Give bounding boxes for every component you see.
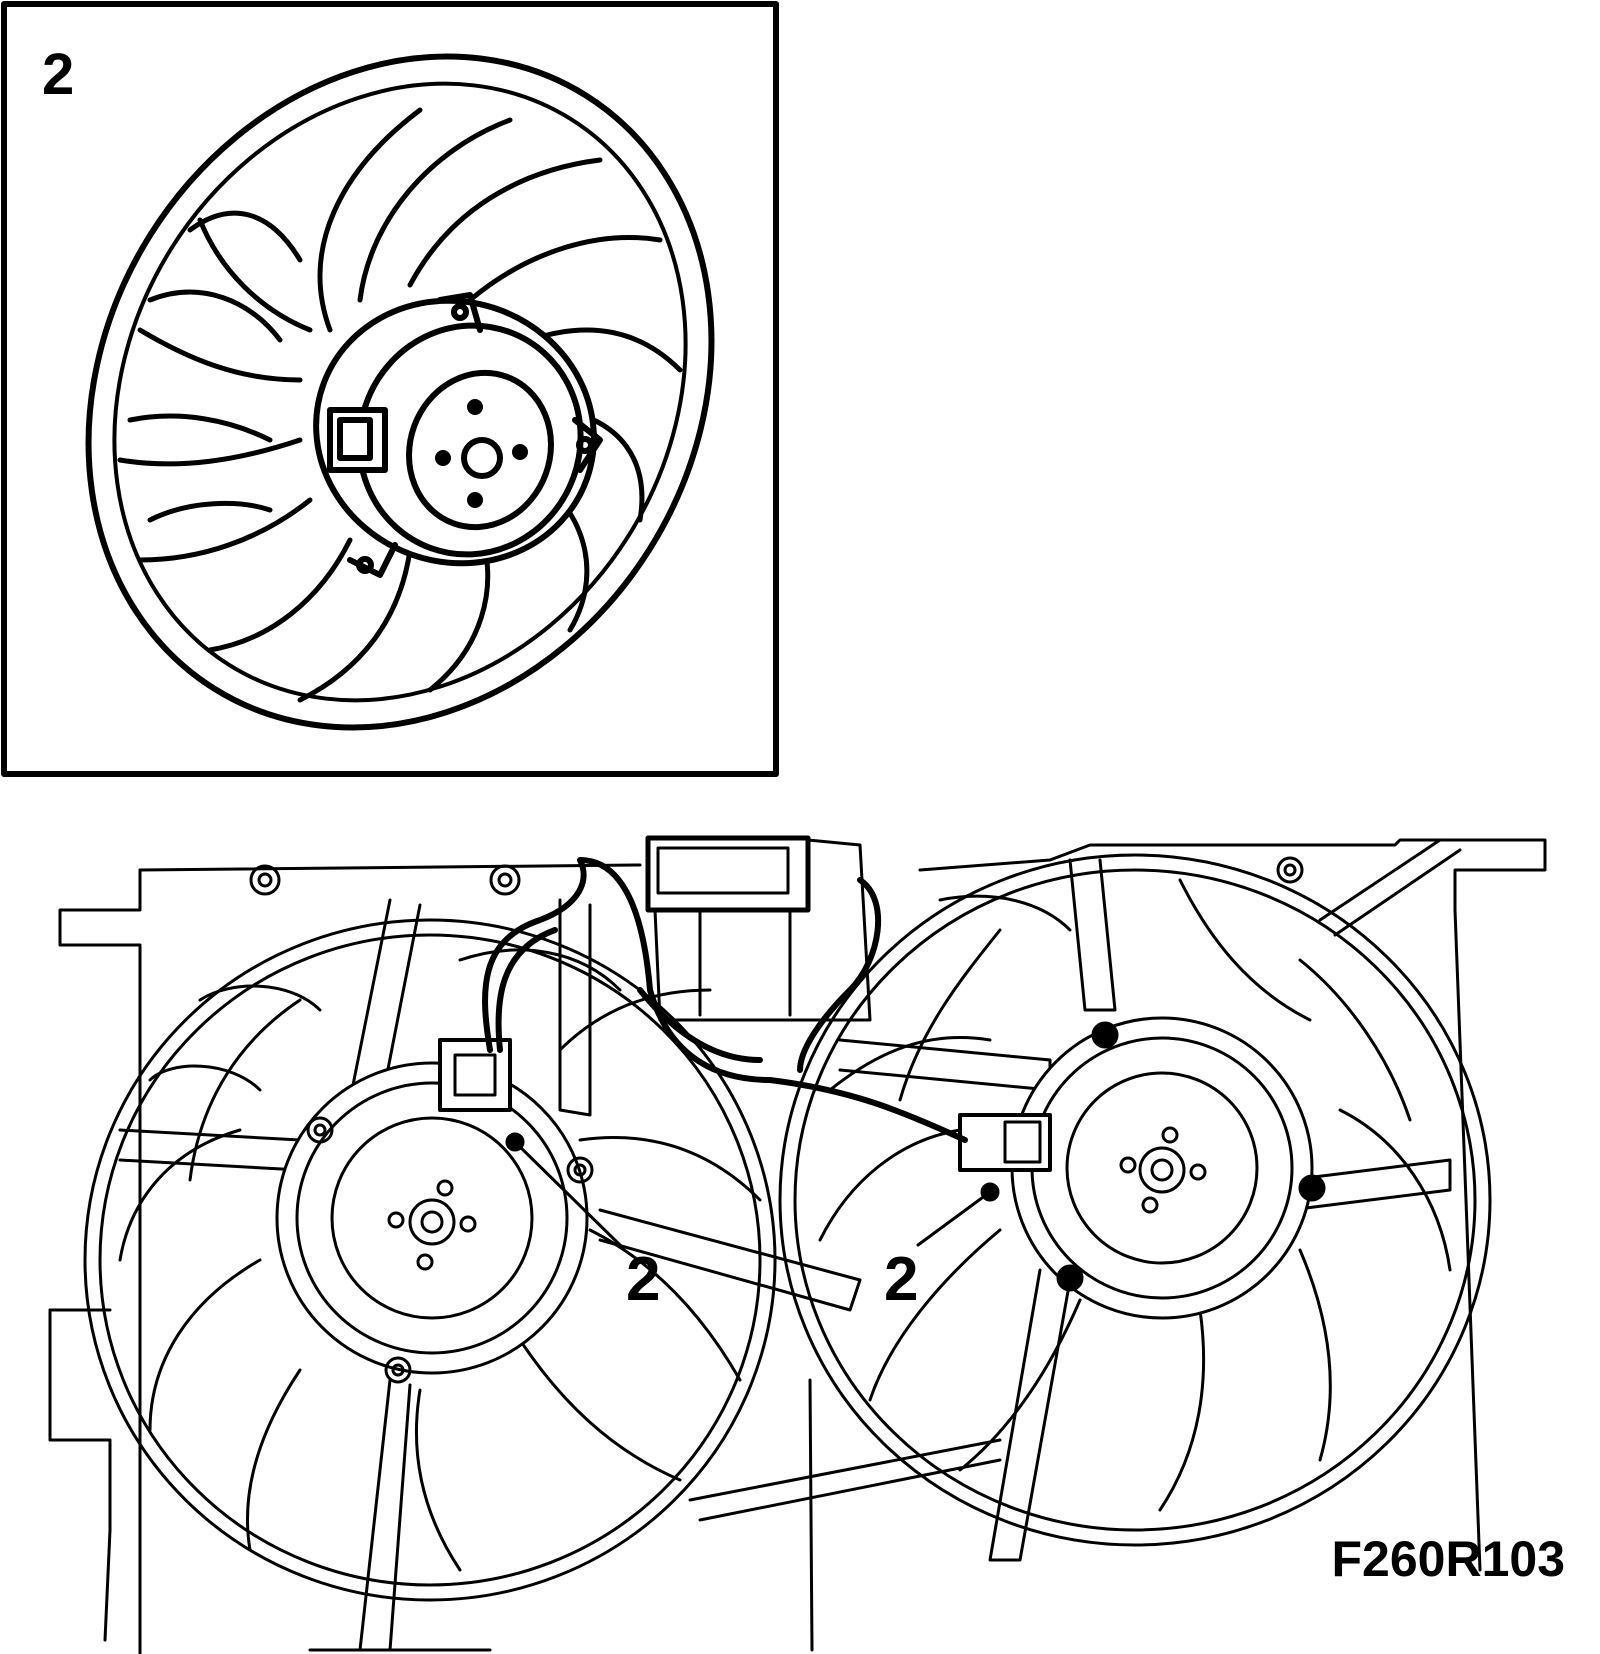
twin-fan-assembly bbox=[48, 835, 1547, 1654]
callout-leaders bbox=[505, 1132, 1000, 1247]
inset-fan-shroud bbox=[85, 53, 715, 731]
right-fan-ring bbox=[778, 853, 1492, 1547]
right-fan-blades bbox=[818, 878, 1452, 1512]
inset-fan-detail: 2 bbox=[1, 1, 779, 777]
wiring-harness bbox=[482, 857, 968, 1143]
fan-shroud-frame bbox=[48, 838, 1547, 1654]
left-fan bbox=[83, 898, 862, 1652]
inset-fan-motor bbox=[313, 292, 603, 578]
left-fan-ring bbox=[83, 918, 777, 1602]
inset-frame bbox=[1, 1, 779, 777]
right-fan-connector bbox=[958, 1113, 1052, 1172]
left-fan-motor bbox=[275, 1061, 594, 1384]
figure-id: F260R103 bbox=[1332, 1531, 1566, 1587]
inset-callout-label: 2 bbox=[42, 42, 74, 107]
callout-label-right: 2 bbox=[884, 1245, 918, 1314]
right-fan bbox=[778, 853, 1492, 1562]
fan-control-module bbox=[645, 835, 872, 1022]
callout-label-left: 2 bbox=[626, 1245, 660, 1314]
left-fan-blades bbox=[118, 948, 762, 1572]
right-fan-motor bbox=[1010, 1016, 1326, 1320]
